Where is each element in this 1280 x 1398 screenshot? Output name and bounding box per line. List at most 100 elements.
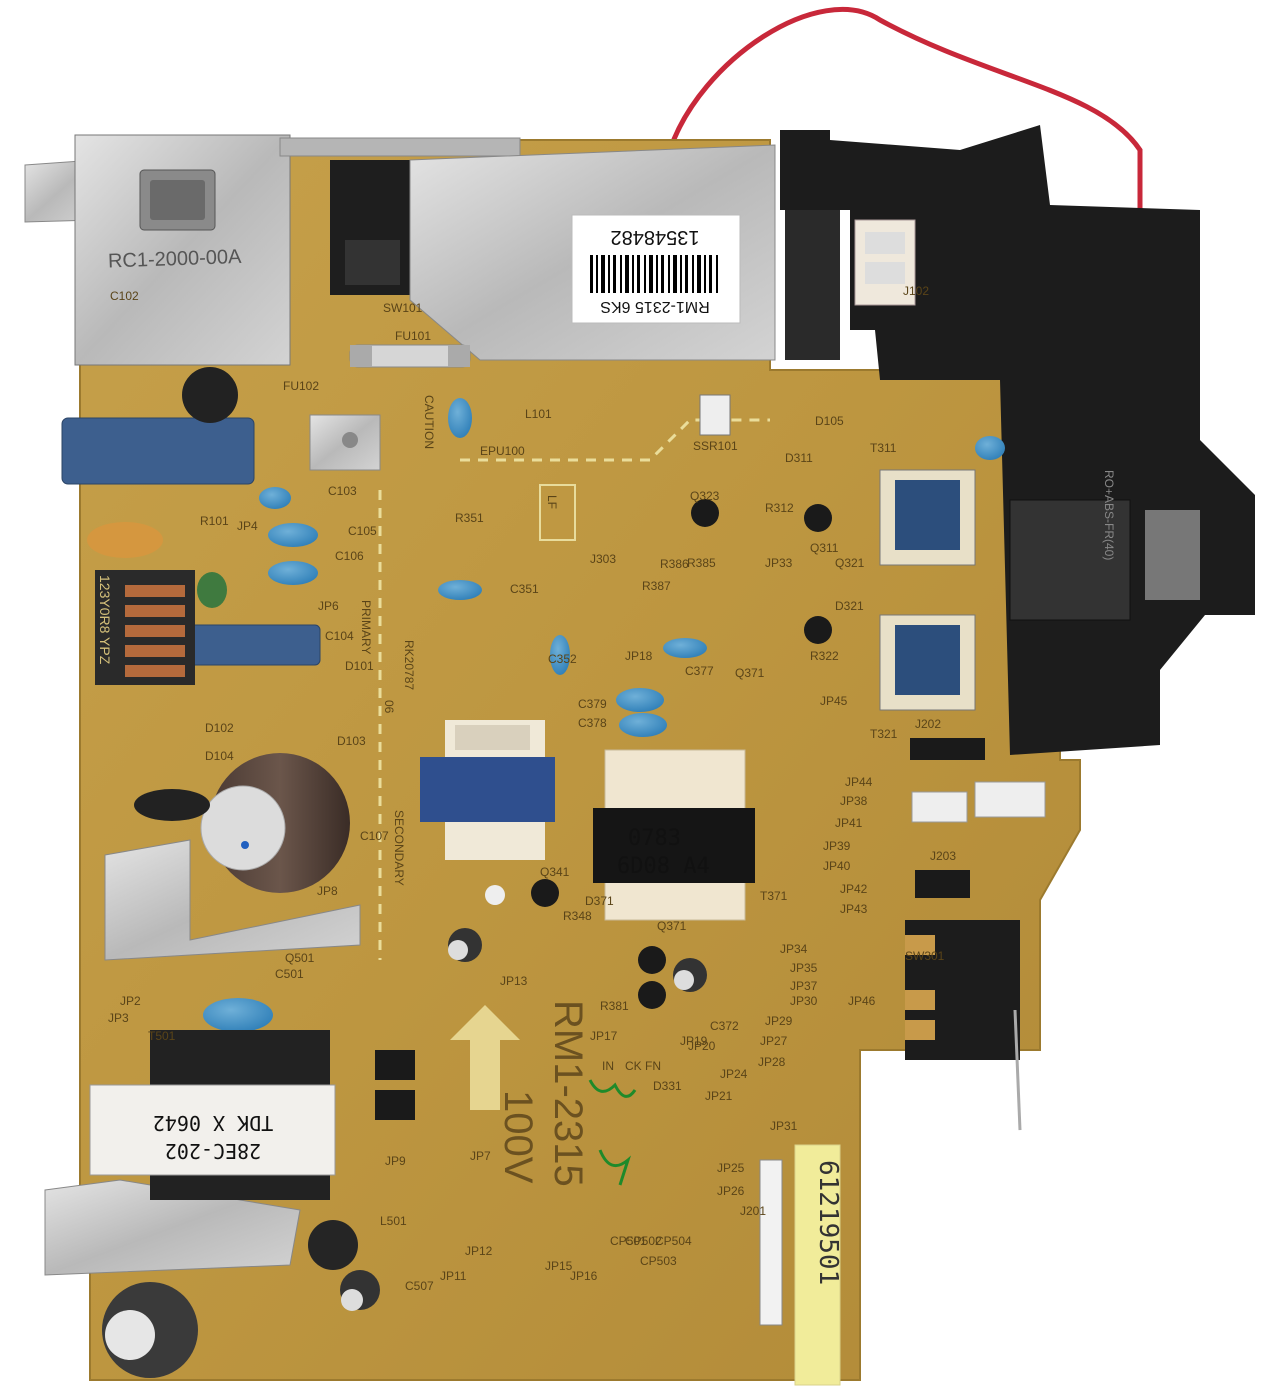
ref-label: CP504	[655, 1234, 692, 1248]
ref-label: JP9	[385, 1154, 406, 1168]
ref-label: JP46	[848, 994, 876, 1008]
ref-label: C379	[578, 697, 607, 711]
pulse-transformers	[879, 469, 976, 711]
isolation-line	[378, 418, 770, 960]
barcode	[590, 255, 718, 293]
handwritten-mark-2	[598, 1149, 631, 1186]
orange-cap	[87, 522, 163, 558]
ref-label: D104	[205, 749, 234, 763]
ref-label: J202	[915, 717, 941, 731]
ref-label: JP41	[835, 816, 863, 830]
ref-label: JP44	[845, 775, 873, 789]
optocoupler-1	[375, 1050, 415, 1080]
electrolytic-capacitor	[200, 753, 350, 893]
transistors	[531, 499, 832, 1009]
heatsink-bracket	[104, 839, 361, 961]
ref-label: JP11	[440, 1269, 467, 1283]
ref-label: R387	[642, 579, 671, 593]
ref-label: JP17	[590, 1029, 618, 1043]
ref-label: JP27	[760, 1034, 788, 1048]
ref-label: JP28	[758, 1055, 786, 1069]
ref-label: JP21	[705, 1089, 733, 1103]
ref-label: SW101	[383, 301, 423, 315]
ref-label: JP12	[465, 1244, 493, 1258]
optocoupler-2	[375, 1090, 415, 1120]
ref-label: Q321	[835, 556, 865, 570]
ref-label: Q371	[657, 919, 687, 933]
ref-label: JP38	[840, 794, 868, 808]
ac-inlet: RC1-2000-00A	[74, 134, 291, 366]
ref-label: CK	[625, 1059, 642, 1073]
black-inductor	[134, 789, 210, 821]
ref-label: JP45	[820, 694, 848, 708]
ref-label: D101	[345, 659, 374, 673]
ref-label: R351	[455, 511, 484, 525]
metal-shield: 13548482 RM1-2315 6KS	[409, 144, 776, 361]
component-labels: SW101FU101FU102L101SSR101J102D105T311D31…	[108, 284, 956, 1293]
ref-label: CP503	[640, 1254, 677, 1268]
ref-label: D311	[785, 451, 813, 465]
voltage-label: 100V	[496, 1090, 540, 1184]
green-cap	[197, 572, 227, 608]
ref-label: JP25	[717, 1161, 745, 1175]
ref-label: JP26	[717, 1184, 745, 1198]
caution-title: CAUTION	[422, 395, 436, 449]
ref-label: R386	[660, 557, 689, 571]
ref-label: C351	[510, 582, 539, 596]
ref-label: Q311	[810, 541, 839, 555]
ref-label: D331	[653, 1079, 682, 1093]
ref-label: R101	[200, 514, 229, 528]
ref-label: JP33	[765, 556, 793, 570]
ref-label: IN	[602, 1059, 614, 1073]
ref-label: R322	[810, 649, 839, 663]
ref-label: JP7	[470, 1149, 491, 1163]
rk-sub: 06	[382, 700, 396, 714]
ref-label: JP34	[780, 942, 808, 956]
ref-label: C377	[685, 664, 714, 678]
ref-label: SSR101	[693, 439, 738, 453]
ref-label: C102	[110, 289, 139, 303]
ref-label: J303	[590, 552, 616, 566]
primary-label: PRIMARY	[359, 600, 373, 654]
ref-label: C105	[348, 524, 377, 538]
transformer-bottom-label: 6D08 A4	[617, 854, 710, 879]
ref-label: R312	[765, 501, 794, 515]
ref-label: T321	[870, 727, 898, 741]
ref-label: L101	[525, 407, 552, 421]
ref-label: JP6	[318, 599, 339, 613]
y-capacitors	[203, 398, 1005, 1032]
ref-label: JP42	[840, 882, 868, 896]
ssr101	[699, 394, 731, 436]
thermistor	[182, 367, 238, 423]
tdk-line2: 28EC-202	[165, 1139, 261, 1163]
ref-label: JP18	[625, 649, 653, 663]
serial-number: 61219501	[813, 1160, 843, 1285]
ref-label: R348	[563, 909, 592, 923]
ref-label: JP24	[720, 1067, 748, 1081]
red-wire	[667, 6, 1143, 215]
ref-label: JP15	[545, 1259, 573, 1273]
fuse	[349, 344, 471, 368]
ref-label: Q323	[690, 489, 720, 503]
ref-label: D102	[205, 721, 234, 735]
ribbon-connector	[759, 1159, 783, 1326]
x-capacitor	[61, 417, 255, 485]
lf-label: LF	[545, 495, 559, 509]
ref-label: FU102	[283, 379, 319, 393]
bottom-bracket	[44, 1179, 301, 1276]
ref-label: C104	[325, 629, 354, 643]
connector-j204	[911, 791, 968, 823]
ref-label: R381	[600, 999, 629, 1013]
header-j202	[910, 738, 985, 760]
ref-label: JP13	[500, 974, 528, 988]
ref-label: C501	[275, 967, 304, 981]
ref-label: JP31	[770, 1119, 798, 1133]
ref-label: Q501	[285, 951, 315, 965]
small-transformer	[420, 720, 555, 860]
x-capacitor-2	[181, 624, 321, 666]
ref-label: FN	[645, 1059, 661, 1073]
handwritten-mark-1	[588, 1079, 637, 1098]
ref-label: CP502	[625, 1234, 662, 1248]
ref-label: JP39	[823, 839, 851, 853]
